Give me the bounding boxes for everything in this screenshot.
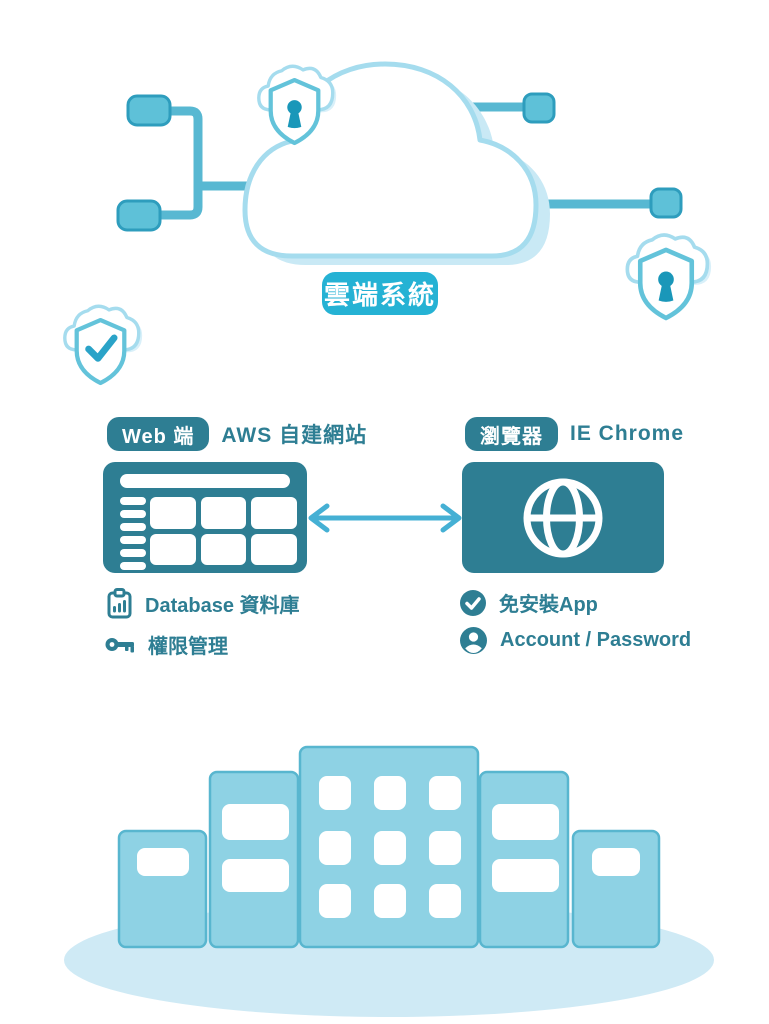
mockup-menu-bar — [120, 497, 146, 505]
mockup-tile — [150, 533, 196, 565]
double-arrow-icon — [308, 503, 462, 533]
building-windows — [137, 776, 640, 918]
mockup-address-bar — [120, 474, 290, 488]
feature-label: 權限管理 — [148, 636, 228, 658]
web-section-header: Web 端 AWS 自建網站 — [107, 417, 367, 451]
mockup-menu-bar — [120, 523, 146, 531]
circuit-node — [522, 92, 556, 124]
circuit-node — [116, 199, 162, 232]
feature-no-install: 免安裝App — [460, 588, 598, 617]
circuit-node — [649, 187, 683, 219]
shield-lock-icon — [627, 235, 711, 318]
mockup-content-grid — [150, 497, 297, 565]
mockup-tile — [200, 533, 247, 565]
feature-label: Account / Password — [500, 629, 692, 651]
feature-database: Database 資料庫 — [107, 588, 300, 619]
mockup-tile — [200, 497, 247, 529]
mockup-tile — [251, 497, 297, 529]
feature-label: Database 資料庫 — [145, 595, 300, 617]
mockup-menu-bar — [120, 562, 146, 570]
mockup-menu-bar — [120, 549, 146, 557]
user-circle-icon — [460, 627, 487, 654]
globe-icon — [523, 478, 603, 557]
feature-account: Account / Password — [460, 627, 691, 654]
web-title: AWS 自建網站 — [221, 424, 368, 447]
browser-section-header: 瀏覽器 IE Chrome — [465, 417, 684, 451]
browser-title: IE Chrome — [570, 422, 685, 445]
cloud-system-badge: 雲端系統 — [322, 272, 438, 315]
cloud-network-illustration — [0, 61, 769, 420]
circuit-node — [126, 94, 172, 127]
mockup-tile — [251, 533, 297, 565]
browser-globe-card — [462, 462, 664, 573]
web-badge: Web 端 — [107, 417, 210, 451]
check-circle-icon — [460, 589, 486, 616]
circuit-nodes — [116, 92, 683, 232]
mockup-menu-bar — [120, 510, 146, 518]
database-chart-icon — [107, 588, 132, 619]
key-icon — [105, 638, 134, 653]
mockup-menu-bar — [120, 536, 146, 544]
mockup-tile — [150, 497, 196, 529]
website-mockup-icon — [103, 462, 307, 573]
browser-badge: 瀏覽器 — [465, 417, 558, 451]
feature-label: 免安裝App — [499, 594, 598, 616]
feature-permissions: 權限管理 — [105, 630, 228, 659]
shield-check-icon — [65, 306, 142, 383]
city-illustration — [64, 745, 714, 1017]
